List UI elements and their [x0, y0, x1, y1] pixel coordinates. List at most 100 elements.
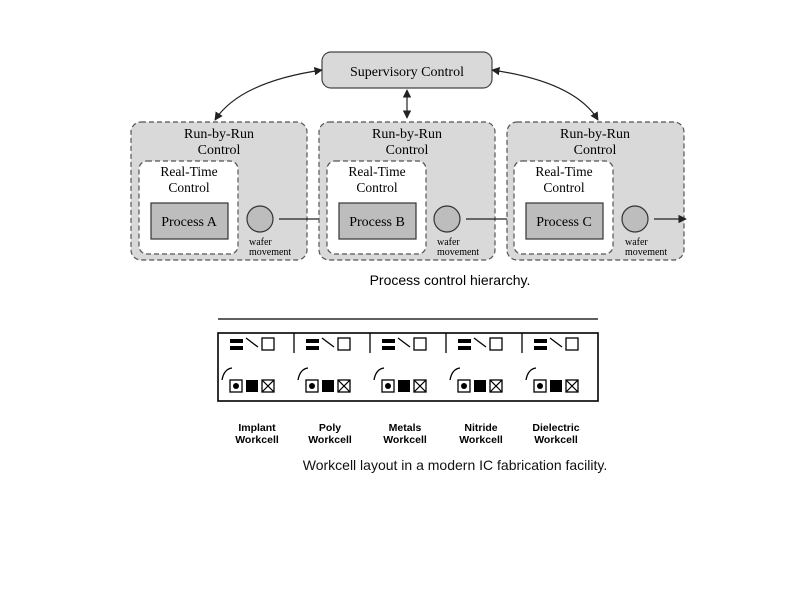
tool-cross [565, 379, 579, 393]
run-by-run-label: Run-by-Run [184, 127, 254, 142]
run-by-run-label: Run-by-Run [560, 127, 630, 142]
supervisory-arrow-c [491, 66, 599, 121]
wafer-label: wafer [437, 237, 460, 248]
real-time-label: Real-Time [160, 164, 217, 179]
control-unit-c: Run-by-Run Control Real-Time Control Pro… [506, 121, 685, 261]
bay-wall [321, 337, 335, 348]
bay-wall [373, 367, 385, 381]
tool-box [229, 379, 243, 393]
wafer-label: movement [437, 247, 479, 258]
bay-wall [297, 367, 309, 381]
run-by-run-label: Control [198, 143, 241, 158]
workcell-label: Workcell [383, 434, 427, 446]
wafer-circle [621, 205, 649, 233]
real-time-label: Control [356, 180, 398, 195]
tool-box [261, 379, 275, 393]
wafer-label: movement [249, 247, 291, 258]
wafer-label: wafer [249, 237, 272, 248]
workcell-label: Implant [238, 422, 276, 434]
real-time-label: Control [168, 180, 210, 195]
workcell-caption: Workcell layout in a modern IC fabricati… [303, 457, 608, 473]
tool-box [261, 337, 275, 351]
tool-box [337, 337, 351, 351]
bay-wall [549, 337, 563, 348]
tool-box [457, 379, 471, 393]
tool-bar [230, 346, 243, 350]
control-unit-a: Run-by-Run Control Real-Time Control Pro… [130, 121, 308, 261]
tool-filled [322, 380, 334, 392]
wafer-circle [246, 205, 274, 233]
tool-box [305, 379, 319, 393]
run-by-run-label: Control [386, 143, 429, 158]
supervisory-arrow-a [214, 66, 323, 121]
run-by-run-label: Control [574, 143, 617, 158]
workcell-label: Poly [319, 422, 341, 434]
real-time-label: Control [543, 180, 585, 195]
tool-cross [489, 379, 503, 393]
tool-dot [309, 383, 315, 389]
wafer-label: movement [625, 247, 667, 258]
workcell-label: Workcell [308, 434, 352, 446]
tool-box [565, 337, 579, 351]
wafer-label: wafer [625, 237, 648, 248]
process-box [525, 202, 604, 240]
control-unit-b: Run-by-Run Control Real-Time Control Pro… [318, 121, 496, 261]
workcell-equipment [221, 333, 579, 393]
tool-box [533, 379, 547, 393]
bay-wall [473, 337, 487, 348]
wafer-circle [433, 205, 461, 233]
tool-filled [246, 380, 258, 392]
tool-dot [461, 383, 467, 389]
tool-bar [458, 346, 471, 350]
workcell-label: Workcell [459, 434, 503, 446]
process-label: Process A [161, 215, 218, 230]
workcell-label: Nitride [464, 422, 497, 434]
tool-box [565, 379, 579, 393]
process-label: Process B [349, 215, 405, 230]
tool-box [337, 379, 351, 393]
workcell-label: Dielectric [532, 422, 579, 434]
tool-box [489, 379, 503, 393]
process-box [338, 202, 417, 240]
tool-box [489, 337, 503, 351]
tool-filled [550, 380, 562, 392]
tool-dot [537, 383, 543, 389]
real-time-label: Real-Time [348, 164, 405, 179]
tool-bar [306, 346, 319, 350]
workcell-label: Metals [389, 422, 422, 434]
real-time-label: Real-Time [535, 164, 592, 179]
tool-box [413, 379, 427, 393]
workcell-label: Workcell [235, 434, 279, 446]
bay-wall [449, 367, 461, 381]
tool-bar [534, 339, 547, 343]
tool-cross [261, 379, 275, 393]
bay-wall [245, 337, 259, 348]
tool-bar [306, 339, 319, 343]
tool-box [413, 337, 427, 351]
process-control-hierarchy: Supervisory Control Run-by-Run Control R… [130, 51, 687, 288]
bay-wall [221, 367, 233, 381]
run-by-run-label: Run-by-Run [372, 127, 442, 142]
tool-bar [534, 346, 547, 350]
workcell-layout: Implant Workcell Poly Workcell Metals Wo… [217, 318, 608, 473]
supervisory-control-label: Supervisory Control [350, 65, 464, 80]
tool-filled [398, 380, 410, 392]
hierarchy-caption: Process control hierarchy. [370, 272, 531, 288]
workcell-labels: Implant Workcell Poly Workcell Metals Wo… [235, 422, 580, 446]
workcell-label: Workcell [534, 434, 578, 446]
workcell-outline [217, 332, 599, 402]
tool-bar [230, 339, 243, 343]
tool-filled [474, 380, 486, 392]
tool-dot [385, 383, 391, 389]
tool-bar [382, 339, 395, 343]
process-label: Process C [536, 215, 592, 230]
bay-wall [525, 367, 537, 381]
tool-bar [382, 346, 395, 350]
tool-cross [337, 379, 351, 393]
tool-bar [458, 339, 471, 343]
process-box [150, 202, 229, 240]
tool-cross [413, 379, 427, 393]
tool-box [381, 379, 395, 393]
bay-wall [397, 337, 411, 348]
